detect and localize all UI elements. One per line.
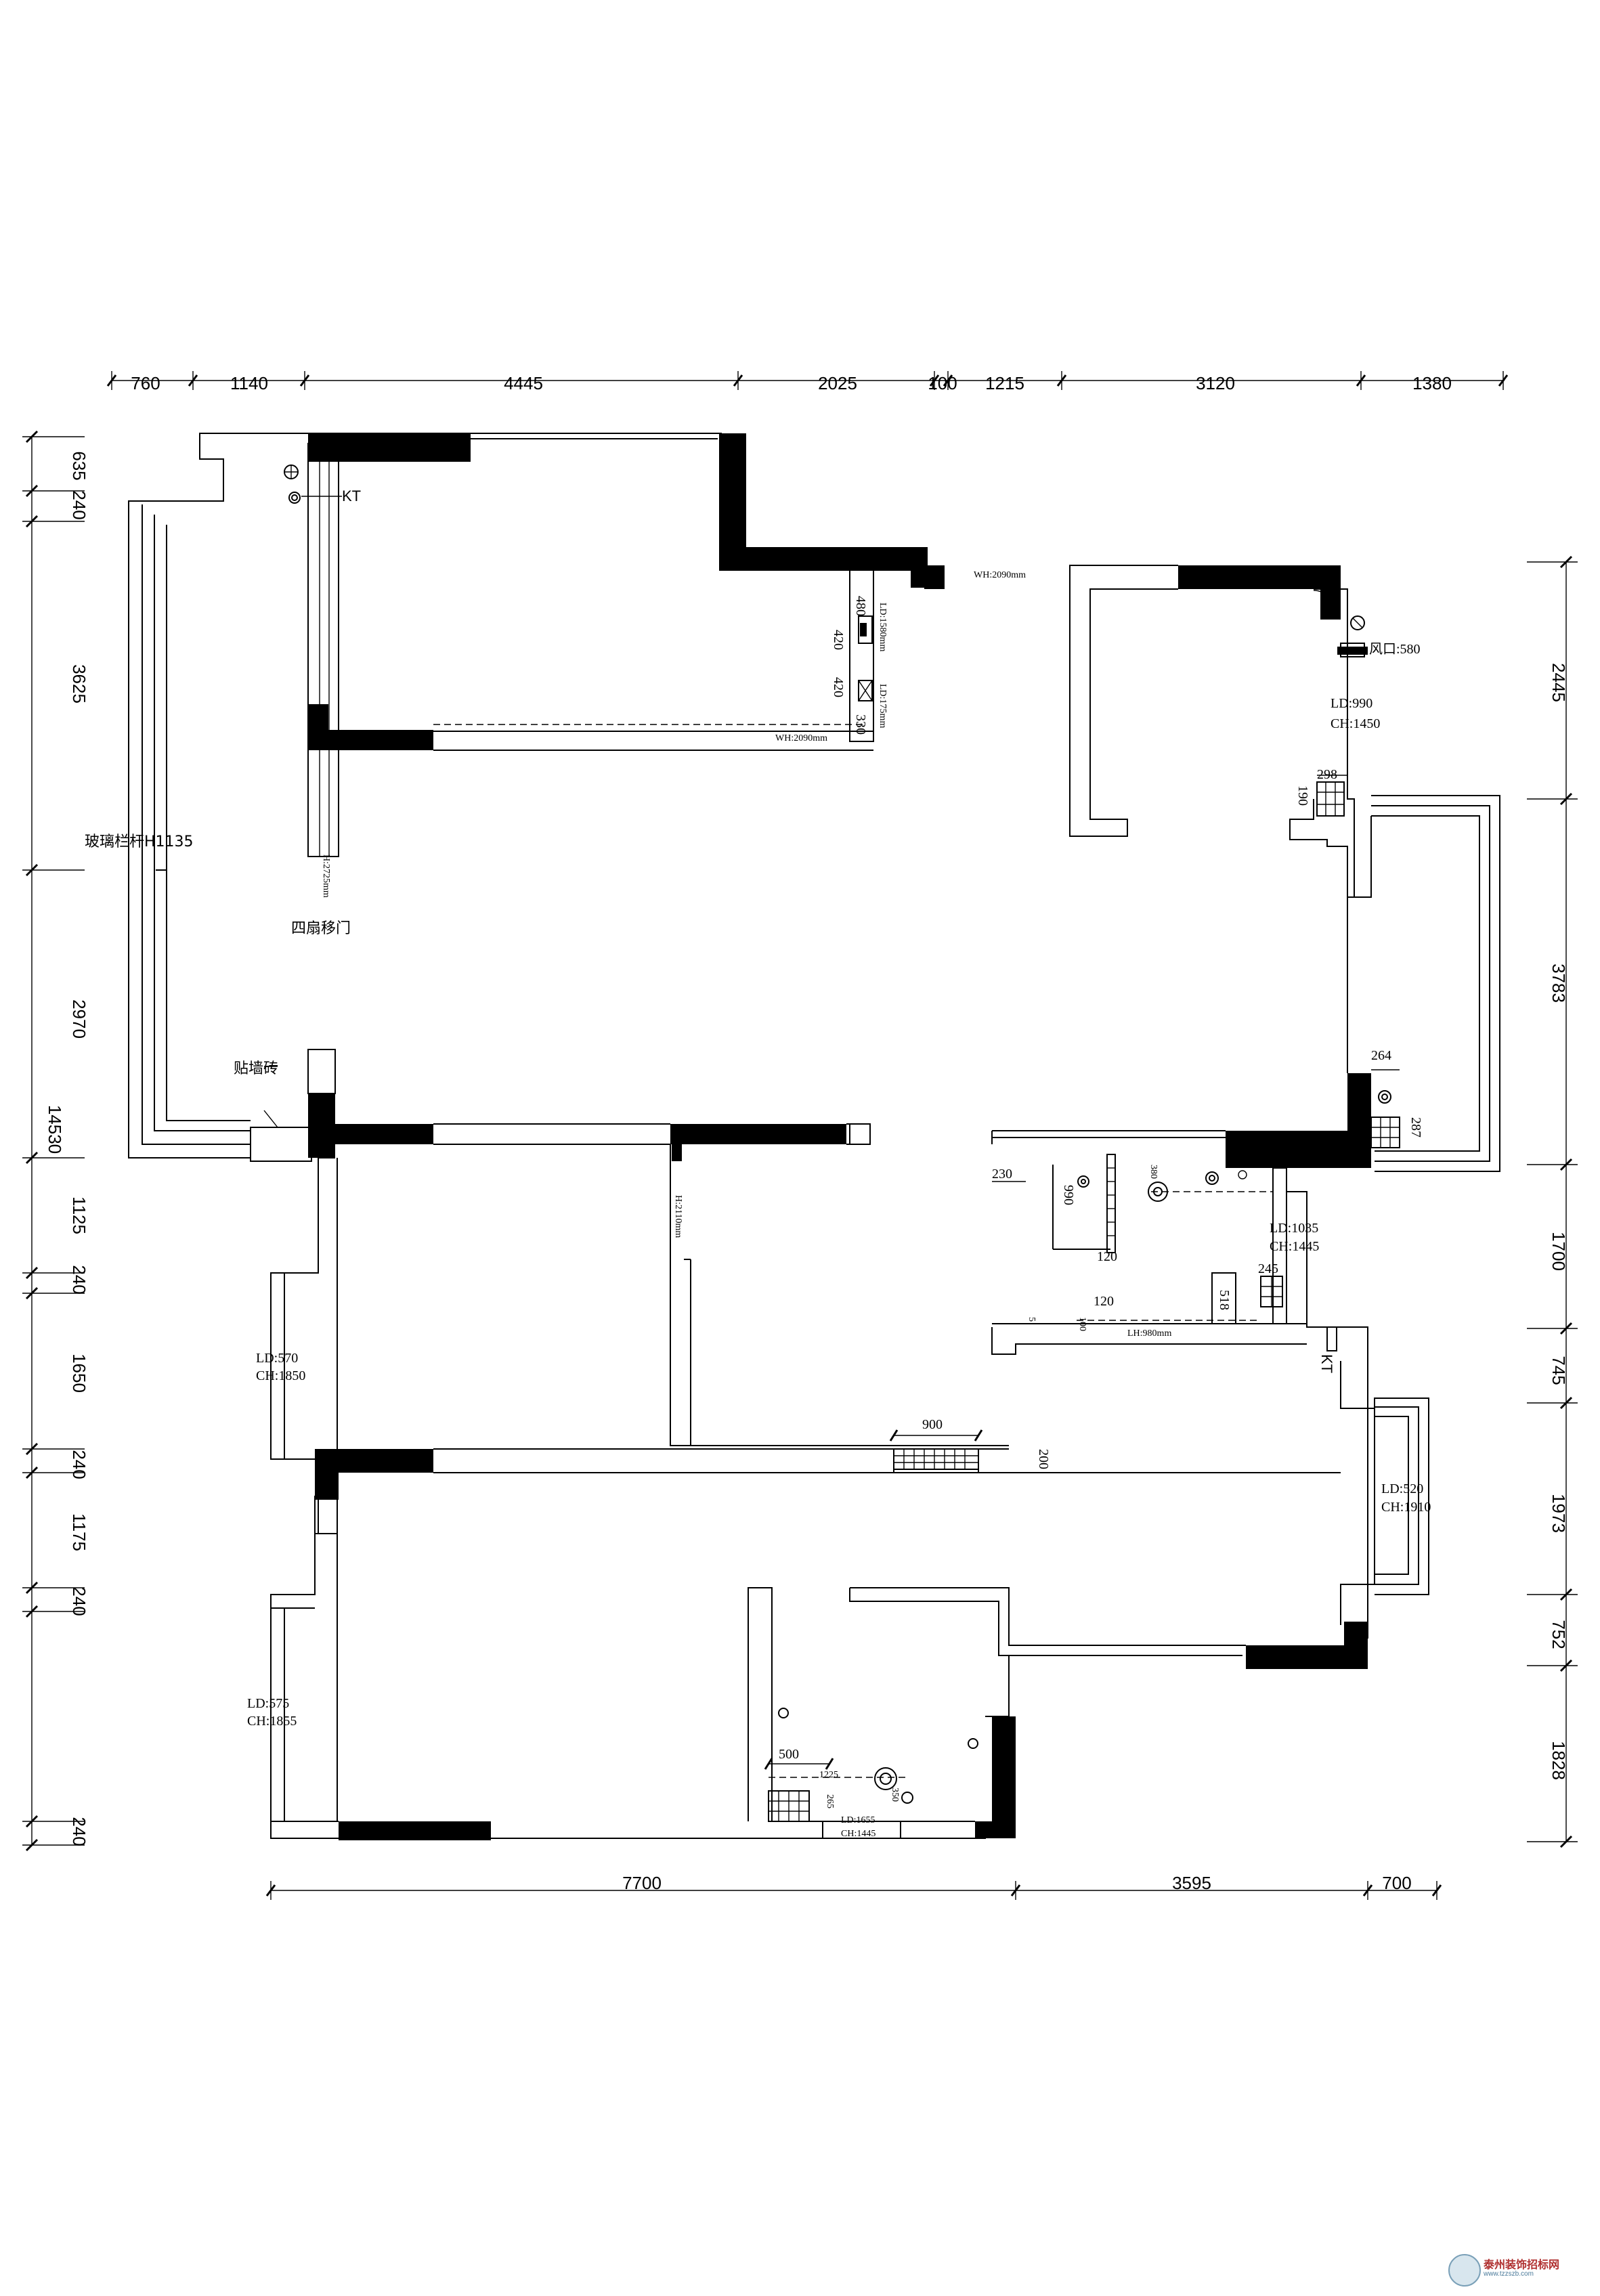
win-ll-ch: CH:1855 [247,1714,297,1729]
ld-1580-label: LD:1580mm [878,603,888,651]
dim-left-10: 240 [69,1586,89,1616]
dim-left-total: 14530 [45,1105,65,1154]
kitchen-size-330: 330 [853,714,868,735]
win-lb-ch: CH:1850 [256,1368,305,1383]
size-350: 350 [890,1788,900,1802]
win-lb-ld: LD:570 [256,1351,298,1366]
dim-top-7: 3120 [1196,373,1235,393]
size-200: 200 [1036,1449,1051,1469]
size-1225: 1225 [819,1770,838,1780]
wh-top-label: WH:2090mm [974,570,1026,580]
size-264: 264 [1371,1048,1391,1063]
win-bot-ld: LD:1655 [841,1815,875,1825]
dim-top-1: 760 [131,373,160,393]
size-120b: 120 [1094,1294,1114,1309]
dim-right-7: 1828 [1549,1741,1569,1780]
win-tr-ld: LD:990 [1331,696,1372,711]
watermark-logo-icon [1448,2254,1481,2287]
dim-left-7: 1650 [69,1353,89,1393]
kt-right-label: KT [1318,1354,1335,1373]
dim-right-4: 745 [1549,1356,1569,1385]
fan-580-label: 风口:580 [1369,642,1421,657]
kitchen-size-480: 480 [853,596,868,616]
ld-175-label: LD:175mm [878,684,888,728]
right-dimension-texts: 2445 3783 1700 745 1973 752 1828 [1549,663,1569,1780]
dim-left-6: 240 [69,1265,89,1294]
dim-top-5: 100 [928,373,957,393]
dim-right-2: 3783 [1549,963,1569,1003]
watermark-url: www.tzzszb.com [1484,2270,1534,2278]
win-tr-ch: CH:1450 [1331,716,1380,731]
dim-top-8: 1380 [1412,373,1452,393]
size-298: 298 [1317,767,1337,782]
wh-bottom-label: WH:2090mm [775,733,827,743]
dim-right-5: 1973 [1549,1494,1569,1533]
kt-top-label: KT [342,488,361,504]
size-190: 190 [1295,785,1310,806]
dim-left-2: 240 [69,490,89,519]
dim-top-6: 1215 [985,373,1024,393]
solid-walls [308,433,1371,1840]
dim-top-4: 2025 [818,373,857,393]
size-120a: 120 [1097,1249,1117,1264]
dim-bottom-1: 7700 [622,1873,662,1893]
dim-right-3: 1700 [1549,1232,1569,1271]
dimension-lines [22,371,1578,1900]
dim-right-6: 752 [1549,1620,1569,1649]
door-height-label: H:2725mm [321,854,331,898]
size-100: 100 [1077,1317,1087,1331]
four-door-label: 四扇移门 [291,920,351,937]
size-500: 500 [779,1747,799,1762]
dim-left-5: 1125 [69,1196,89,1234]
dim-left-9: 1175 [69,1513,89,1551]
win-mid-ch: CH:1445 [1270,1239,1319,1254]
size-230: 230 [992,1167,1012,1182]
kitchen-size-420b: 420 [831,677,846,697]
dim-left-1: 635 [69,451,89,480]
win-ll-ld: LD:575 [247,1696,289,1711]
dim-left-8: 240 [69,1450,89,1479]
size-5: 5 [1026,1317,1037,1322]
lh-980-label: LH:980mm [1127,1328,1171,1339]
kitchen-size-420a: 420 [831,630,846,650]
h2110-label: H:2110mm [673,1195,683,1238]
dim-left-3: 3625 [69,664,89,703]
glass-rail-label: 玻璃栏杆H1135 [85,833,194,850]
size-380: 380 [1148,1165,1159,1179]
size-900: 900 [922,1417,943,1432]
size-245: 245 [1258,1261,1278,1276]
tile-label: 贴墙砖 [234,1060,278,1077]
win-bot-ch: CH:1445 [841,1829,875,1839]
site-watermark: 泰州装饰招标网 www.tzzszb.com [1444,2251,1586,2287]
dim-left-11: 240 [69,1817,89,1846]
fixtures [263,464,1400,1822]
dim-left-4: 2970 [69,999,89,1039]
dim-right-1: 2445 [1549,663,1569,702]
dim-top-3: 4445 [504,373,543,393]
size-265: 265 [825,1794,835,1808]
left-dimension-texts: 635 240 3625 2970 1125 240 1650 240 1175… [45,451,89,1846]
dim-bottom-2: 3595 [1172,1873,1211,1893]
watermark-title: 泰州装饰招标网 [1484,2258,1560,2271]
size-518: 518 [1217,1290,1232,1310]
size-990: 990 [1061,1185,1076,1205]
dim-bottom-3: 700 [1382,1873,1411,1893]
size-287: 287 [1408,1117,1423,1138]
win-mid-ld: LD:1035 [1270,1221,1318,1236]
dim-top-2: 1140 [230,373,268,393]
win-r-ld: LD:520 [1381,1481,1423,1496]
win-r-ch: CH:1910 [1381,1500,1431,1515]
